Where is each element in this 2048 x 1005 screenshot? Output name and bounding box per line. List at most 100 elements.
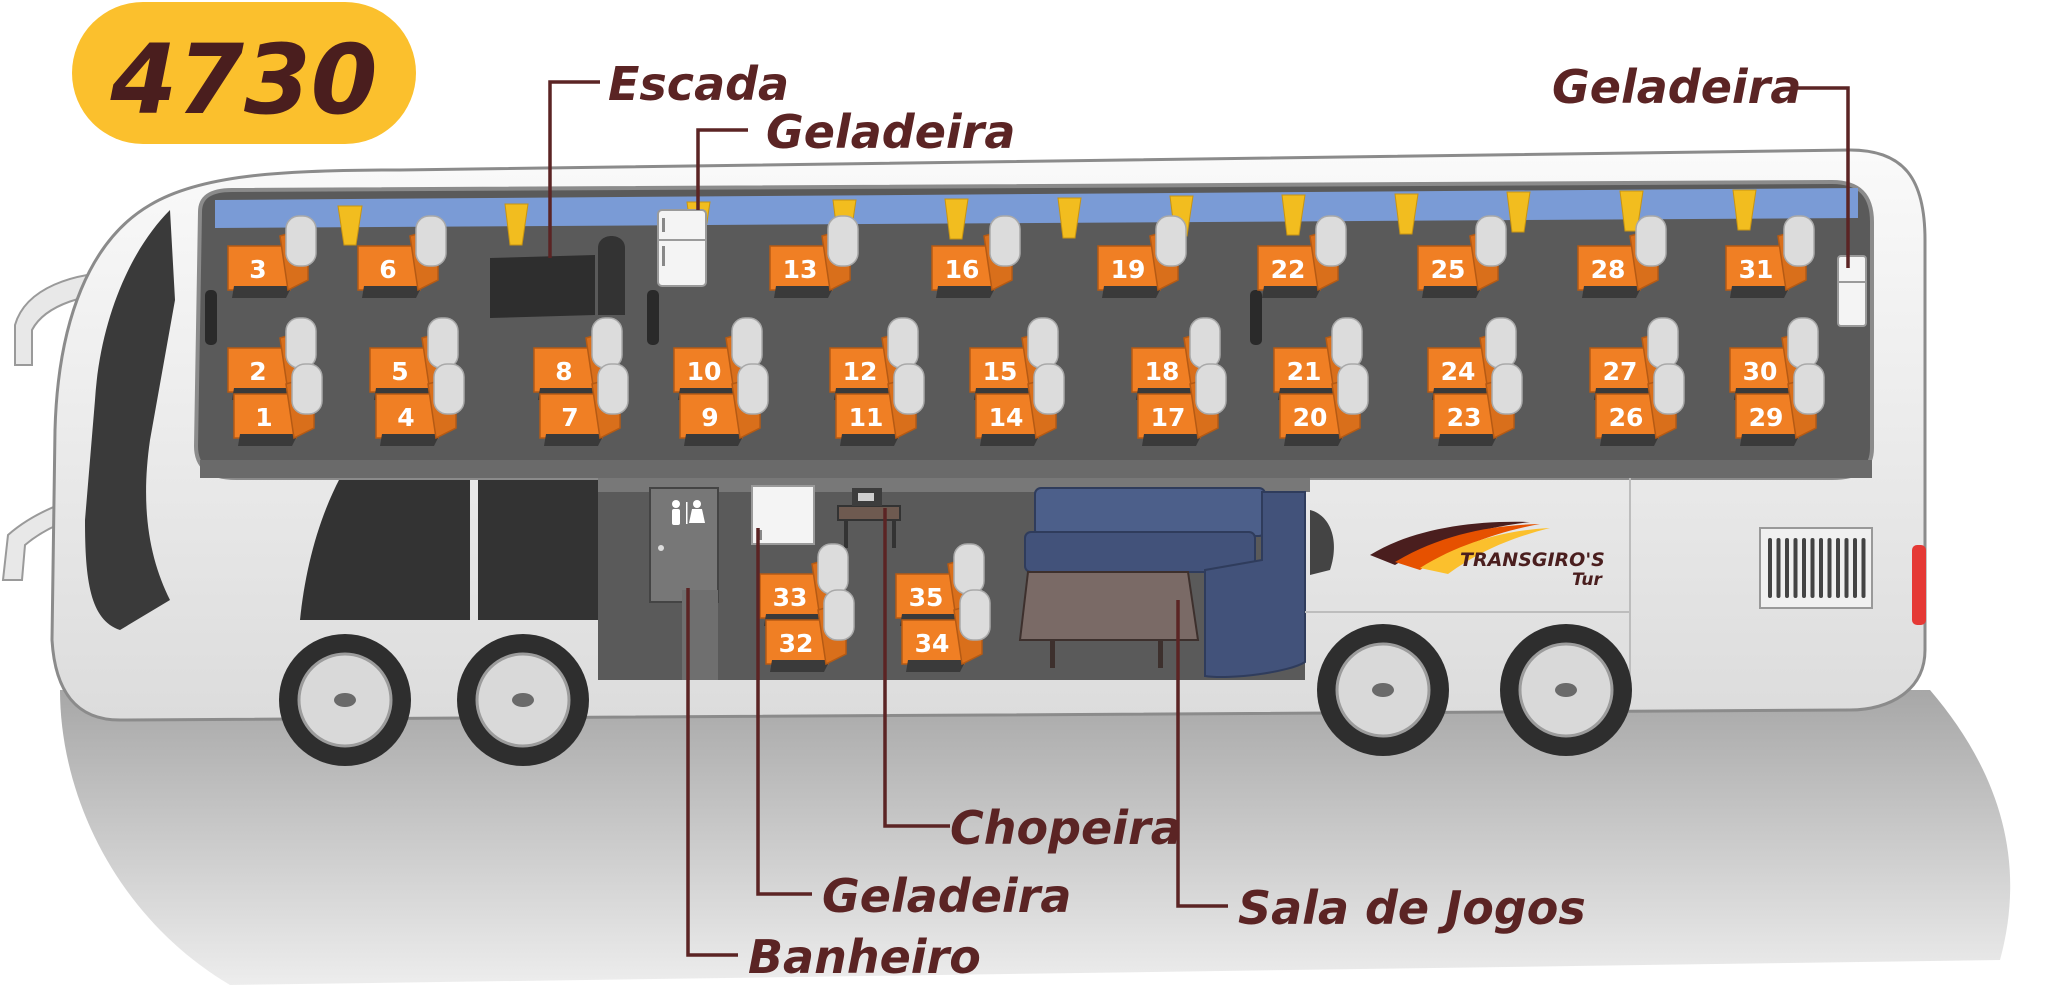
seat[interactable]: 17 bbox=[1137, 363, 1227, 446]
seat-headrest bbox=[285, 317, 317, 369]
upper-left-fridge bbox=[657, 209, 707, 287]
seat-number: 3 bbox=[249, 255, 266, 284]
seat-number: 28 bbox=[1591, 255, 1626, 284]
seat-base bbox=[906, 660, 966, 672]
seat-number: 4 bbox=[397, 403, 414, 432]
seat-number: 7 bbox=[561, 403, 578, 432]
seat-base bbox=[936, 286, 996, 298]
sofa-side bbox=[1204, 491, 1306, 679]
seat-headrest bbox=[1787, 317, 1819, 369]
seat-base bbox=[380, 434, 440, 446]
seat-base bbox=[1422, 286, 1482, 298]
seat[interactable]: 6 bbox=[357, 215, 447, 298]
fleet-number: 4730 bbox=[109, 24, 377, 136]
seat[interactable]: 9 bbox=[679, 363, 769, 446]
seat-headrest bbox=[731, 317, 763, 369]
seat-number: 23 bbox=[1447, 403, 1482, 432]
seat[interactable]: 30 bbox=[1729, 317, 1819, 400]
wheel bbox=[1317, 624, 1449, 756]
seat[interactable]: 23 bbox=[1433, 363, 1523, 446]
upper-floor-edge bbox=[200, 460, 1872, 478]
ground-shadow bbox=[60, 690, 2011, 985]
seat[interactable]: 32 bbox=[765, 589, 855, 672]
seat[interactable]: 29 bbox=[1735, 363, 1825, 446]
seat-headrest bbox=[285, 215, 317, 267]
seat-headrest bbox=[959, 589, 991, 641]
seat-base bbox=[1582, 286, 1642, 298]
seat-base bbox=[232, 286, 292, 298]
seat-headrest bbox=[433, 363, 465, 415]
seat-headrest bbox=[1195, 363, 1227, 415]
staircase bbox=[490, 236, 625, 318]
restroom-icon bbox=[672, 500, 705, 525]
seat-number: 6 bbox=[379, 255, 396, 284]
game-room bbox=[1018, 487, 1306, 679]
seat-number: 24 bbox=[1441, 357, 1476, 386]
label-banheiro: Banheiro bbox=[748, 930, 981, 984]
seat-number: 35 bbox=[909, 583, 944, 612]
seat-base bbox=[362, 286, 422, 298]
seat-headrest bbox=[1315, 215, 1347, 267]
label-geladeira-upper-right: Geladeira bbox=[1552, 60, 1801, 114]
seat-headrest bbox=[953, 543, 985, 595]
seat[interactable]: 7 bbox=[539, 363, 629, 446]
seat-headrest bbox=[1475, 215, 1507, 267]
seat[interactable]: 4 bbox=[375, 363, 465, 446]
seat-number: 29 bbox=[1749, 403, 1784, 432]
seat-number: 5 bbox=[391, 357, 408, 386]
seat[interactable]: 28 bbox=[1577, 215, 1667, 298]
seat-number: 32 bbox=[779, 629, 814, 658]
seat[interactable]: 3 bbox=[227, 215, 317, 298]
label-chopeira: Chopeira bbox=[950, 801, 1182, 855]
wheel bbox=[1500, 624, 1632, 756]
curtain bbox=[1506, 191, 1531, 233]
tail-light bbox=[1912, 545, 1926, 625]
seat-headrest bbox=[415, 215, 447, 267]
seat-headrest bbox=[989, 215, 1021, 267]
seat-number: 11 bbox=[849, 403, 884, 432]
seat-headrest bbox=[1027, 317, 1059, 369]
seat[interactable]: 11 bbox=[835, 363, 925, 446]
seat-headrest bbox=[737, 363, 769, 415]
seat[interactable]: 19 bbox=[1097, 215, 1187, 298]
seat[interactable]: 15 bbox=[969, 317, 1059, 400]
seat[interactable]: 1 bbox=[233, 363, 323, 446]
seat[interactable]: 13 bbox=[769, 215, 859, 298]
seat-headrest bbox=[591, 317, 623, 369]
seat-base bbox=[1730, 286, 1790, 298]
seat-number: 14 bbox=[989, 403, 1024, 432]
seat-base bbox=[1600, 434, 1660, 446]
upper-window-strip bbox=[215, 188, 1858, 228]
seat-number: 12 bbox=[843, 357, 878, 386]
seat[interactable]: 16 bbox=[931, 215, 1021, 298]
seat[interactable]: 14 bbox=[975, 363, 1065, 446]
curtain bbox=[337, 205, 363, 246]
seat-number: 8 bbox=[555, 357, 572, 386]
upper-right-fridge bbox=[1837, 255, 1867, 327]
seat[interactable]: 26 bbox=[1595, 363, 1685, 446]
emergency-signs bbox=[205, 290, 1262, 345]
curtain bbox=[1394, 193, 1419, 235]
rear-side-window bbox=[1310, 510, 1334, 575]
seat[interactable]: 34 bbox=[901, 589, 991, 672]
brand-name: TRANSGIRO'S bbox=[1460, 549, 1605, 571]
seat[interactable]: 25 bbox=[1417, 215, 1507, 298]
seat-number: 34 bbox=[915, 629, 950, 658]
seat-number: 25 bbox=[1431, 255, 1466, 284]
front-windshield bbox=[85, 210, 175, 630]
seat[interactable]: 21 bbox=[1273, 317, 1363, 400]
seat-number: 27 bbox=[1603, 357, 1638, 386]
seat-number: 13 bbox=[783, 255, 818, 284]
seat-number: 21 bbox=[1287, 357, 1322, 386]
seat-number: 2 bbox=[249, 357, 266, 386]
label-escada: Escada bbox=[608, 57, 789, 111]
seat[interactable]: 31 bbox=[1725, 215, 1815, 298]
seat-headrest bbox=[827, 215, 859, 267]
seat-number: 19 bbox=[1111, 255, 1146, 284]
seat[interactable]: 20 bbox=[1279, 363, 1369, 446]
seat-headrest bbox=[887, 317, 919, 369]
seat[interactable]: 22 bbox=[1257, 215, 1347, 298]
seat-headrest bbox=[427, 317, 459, 369]
